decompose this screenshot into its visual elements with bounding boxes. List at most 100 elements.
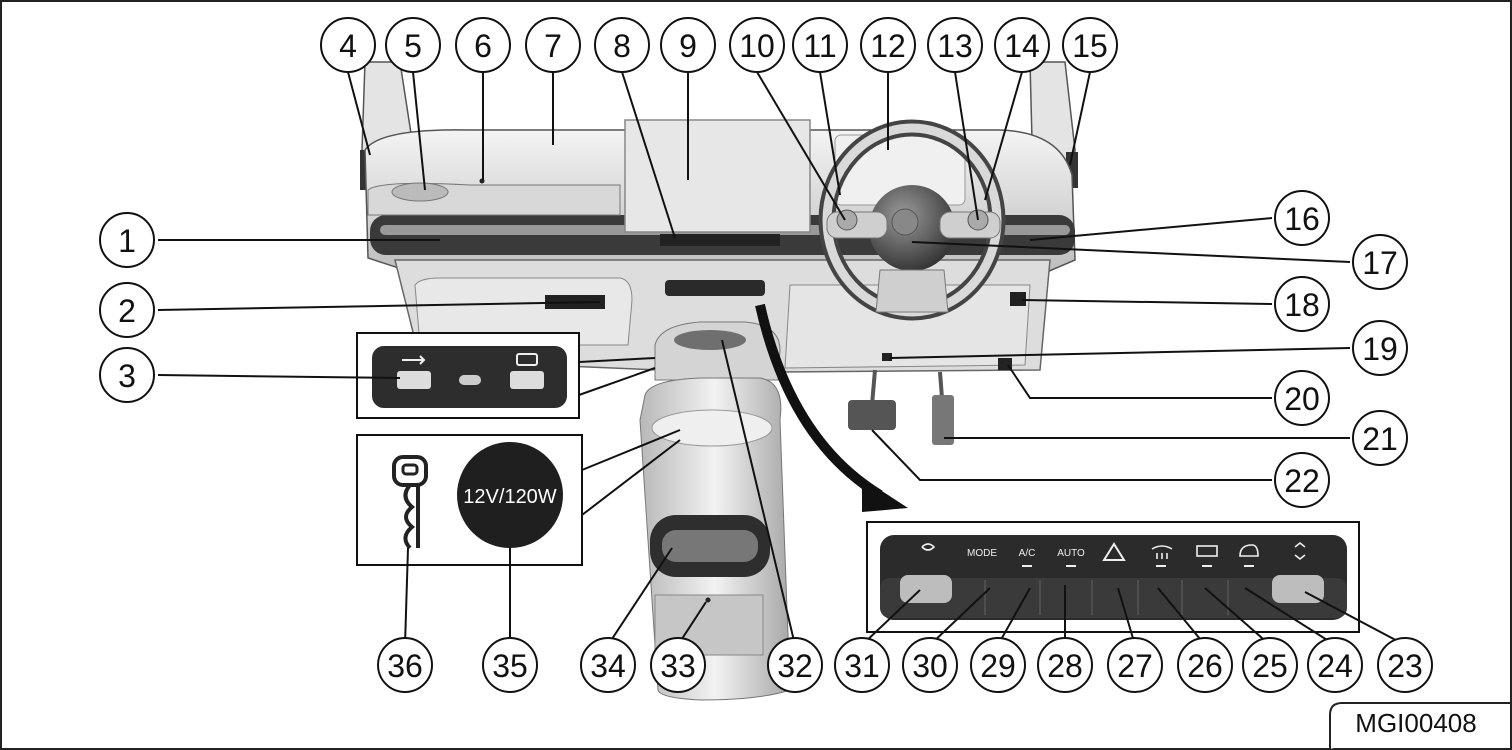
callout-35: 35 (482, 637, 538, 693)
leader-20 (1007, 364, 1272, 399)
callout-21: 21 (1352, 410, 1408, 466)
callout-circle (729, 17, 785, 73)
callout-circle (99, 347, 155, 403)
callout-number: 31 (844, 648, 880, 684)
leader-2 (157, 301, 601, 311)
callout-number: 2 (118, 293, 136, 329)
callout-20: 20 (1274, 370, 1330, 426)
callout-circle (860, 17, 916, 73)
recirculation-icon (1239, 544, 1259, 557)
pedals (848, 369, 954, 445)
leader-22 (871, 429, 1272, 481)
mode-button-label: MODE (967, 548, 997, 559)
callout-circle (482, 637, 538, 693)
callout-number: 21 (1362, 421, 1398, 457)
callout-number: 30 (912, 648, 948, 684)
callout-number: 22 (1284, 463, 1320, 499)
callout-circle (99, 282, 155, 338)
callout-circle (650, 637, 706, 693)
callout-number: 15 (1072, 28, 1108, 64)
callout-18: 18 (1274, 276, 1330, 332)
callout-26: 26 (1177, 637, 1233, 693)
callout-number: 19 (1362, 331, 1398, 367)
leader-36 (404, 547, 409, 646)
callout-number: 18 (1284, 287, 1320, 323)
callout-circle (1274, 452, 1330, 508)
callout-circle (1352, 320, 1408, 376)
fan-speed-icon (1294, 541, 1306, 561)
callout-circle (1274, 190, 1330, 246)
callout-circle (1307, 637, 1363, 693)
touchscreen (624, 119, 811, 233)
callout-number: 1 (118, 223, 136, 259)
callout-19: 19 (1352, 320, 1408, 376)
callout-1: 1 (99, 212, 155, 268)
power-socket (457, 442, 563, 548)
leader-26 (1157, 587, 1206, 646)
callout-31: 31 (834, 637, 890, 693)
callout-circle (525, 17, 581, 73)
key-icon (392, 455, 428, 550)
leader-23 (1304, 591, 1406, 646)
usb-port-a (397, 371, 431, 389)
callout-36: 36 (377, 637, 433, 693)
callout-5: 5 (385, 17, 441, 73)
leader-lines (157, 71, 1406, 646)
callout-number: 36 (387, 648, 423, 684)
leader-11 (819, 71, 841, 196)
leader-18 (1021, 299, 1273, 305)
callout-circle (1037, 637, 1093, 693)
callout-30: 30 (902, 637, 958, 693)
callout-circle (792, 17, 848, 73)
callout-circle (455, 17, 511, 73)
callout-7: 7 (525, 17, 581, 73)
leader-14 (984, 71, 1023, 201)
callout-number: 33 (660, 648, 696, 684)
leader-34 (607, 547, 673, 646)
pointer-arrowhead (862, 478, 908, 512)
leader-8 (621, 71, 676, 239)
ac-button-label: A/C (1019, 548, 1036, 559)
callout-number: 3 (118, 358, 136, 394)
callout-3: 3 (99, 347, 155, 403)
leader-16 (1029, 217, 1273, 241)
charging-port (510, 371, 544, 389)
callout-28: 28 (1037, 637, 1093, 693)
callout-circle (927, 17, 983, 73)
callout-10: 10 (729, 17, 785, 73)
leader-13 (954, 71, 979, 221)
callout-17: 17 (1352, 234, 1408, 290)
callout-29: 29 (970, 637, 1026, 693)
callout-circle (767, 637, 823, 693)
callout-circle (834, 637, 890, 693)
callout-number: 34 (590, 648, 626, 684)
center-vents (660, 234, 780, 246)
callout-number: 32 (777, 648, 813, 684)
callout-number: 7 (544, 28, 562, 64)
callout-9: 9 (660, 17, 716, 73)
callout-circle (1177, 637, 1233, 693)
hvac-panel-inset: MODE A/C AUTO (866, 521, 1360, 633)
callout-34: 34 (580, 637, 636, 693)
callout-circle (902, 637, 958, 693)
callout-33: 33 (650, 637, 706, 693)
callout-number: 26 (1187, 648, 1223, 684)
leader-24 (1244, 587, 1336, 646)
leader-25 (1204, 587, 1271, 646)
callout-number: 28 (1047, 648, 1083, 684)
callout-circle (320, 17, 376, 73)
figure-reference-code: MGI00408 (1355, 708, 1477, 738)
leader-31 (861, 589, 921, 646)
callout-number: 14 (1004, 28, 1040, 64)
callout-number: 10 (739, 28, 775, 64)
callout-16: 16 (1274, 190, 1330, 246)
callout-number: 6 (474, 28, 492, 64)
callout-22: 22 (1274, 452, 1330, 508)
leader-29 (997, 587, 1031, 646)
callout-circle (1062, 17, 1118, 73)
callout-circle (1377, 637, 1433, 693)
leader-4 (347, 71, 371, 156)
callout-12: 12 (860, 17, 916, 73)
callout-24: 24 (1307, 637, 1363, 693)
